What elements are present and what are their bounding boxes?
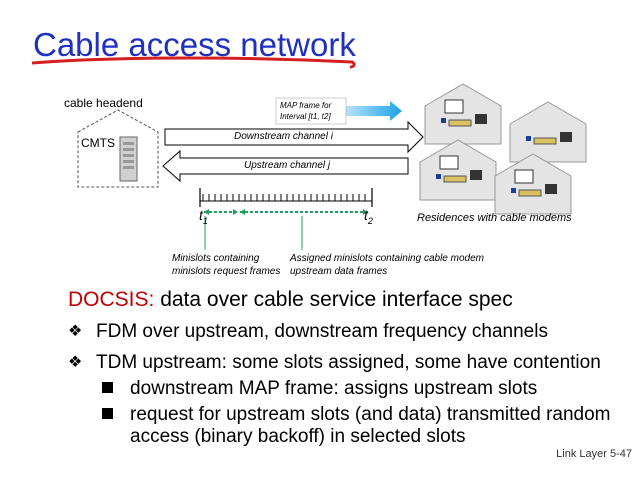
sub-bullet-item: request for upstream slots (and data) tr… xyxy=(68,404,628,448)
map-frame-label-line2: Interval [t1, t2] xyxy=(280,112,331,121)
upstream-arrow xyxy=(162,149,409,183)
residence-house-icon xyxy=(419,139,497,201)
headend-label: cable headend xyxy=(64,96,143,110)
downstream-arrow xyxy=(164,120,424,154)
residence-house-icon xyxy=(424,83,502,145)
bullet-item: ❖FDM over upstream, downstream frequency… xyxy=(68,321,548,342)
square-bullet-icon xyxy=(102,382,113,393)
request-minislots-label: Minislots containing minislots request f… xyxy=(172,252,280,278)
request-minislots-line2: minislots request frames xyxy=(172,266,281,277)
assigned-minislots-line1: Assigned minislots containing cable mode… xyxy=(290,253,484,264)
cmts-label: CMTS xyxy=(81,136,115,150)
assigned-slots-arrow-left xyxy=(240,209,245,215)
diamond-bullet-icon: ❖ xyxy=(68,323,83,340)
assigned-minislots-line2: upstream data frames xyxy=(290,266,388,277)
upstream-label: Upstream channel j xyxy=(244,160,331,171)
residence-house-icon xyxy=(494,153,572,215)
t1-label: t1 xyxy=(199,207,208,226)
docsis-heading-text: data over cable service interface spec xyxy=(154,288,513,311)
request-minislots-line1: Minislots containing xyxy=(172,253,260,264)
slide-body: DOCSIS: data over cable service interfac… xyxy=(68,288,628,448)
map-frame-label-line1: MAP frame for xyxy=(280,101,332,110)
cable-network-diagram xyxy=(31,56,587,250)
docsis-heading: DOCSIS: data over cable service interfac… xyxy=(68,288,628,312)
assigned-slots-arrow-right xyxy=(363,209,368,215)
title-underline xyxy=(31,56,356,69)
bullet-item: ❖TDM upstream: some slots assigned, some… xyxy=(68,352,601,373)
slot-timeline xyxy=(199,188,373,207)
slide-footer: Link Layer 5-47 xyxy=(556,448,632,460)
square-bullet-icon xyxy=(102,408,113,419)
request-slots-arrow-left xyxy=(204,209,209,215)
assigned-minislots-label: Assigned minislots containing cable mode… xyxy=(290,252,484,278)
map-frame-box xyxy=(275,97,347,125)
request-slots-arrow-right xyxy=(233,209,238,215)
t2-label: t2 xyxy=(364,207,373,226)
residence-house-icon xyxy=(509,101,587,163)
docsis-keyword: DOCSIS: xyxy=(68,288,155,311)
cmts-server-icon xyxy=(119,136,138,182)
diamond-bullet-icon: ❖ xyxy=(68,354,83,371)
map-frame-label: MAP frame for Interval [t1, t2] xyxy=(280,100,331,122)
downstream-label: Downstream channel i xyxy=(234,131,333,142)
headend-house-outline xyxy=(77,109,159,188)
sub-bullet-item: downstream MAP frame: assigns upstream s… xyxy=(68,378,628,400)
residences-label: Residences with cable modems xyxy=(417,212,572,224)
